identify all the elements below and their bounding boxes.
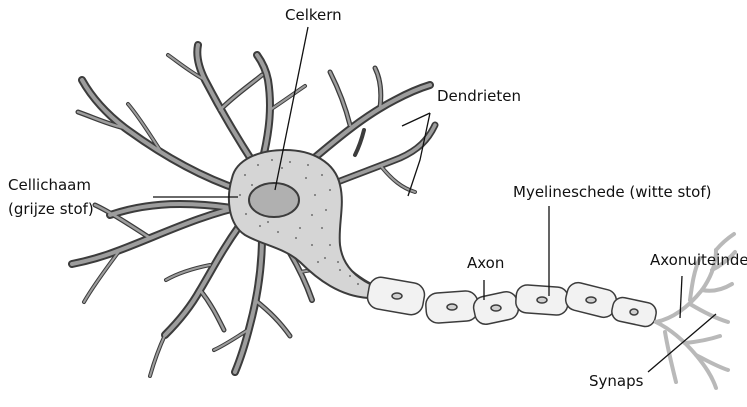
label-celkern: Celkern <box>285 6 342 24</box>
label-axonuiteinde: Axonuiteinde <box>650 251 747 269</box>
label-axon: Axon <box>467 254 504 272</box>
label-cellichaam-line1: Cellichaam <box>8 176 91 194</box>
label-synaps: Synaps <box>589 372 644 390</box>
dendrieten-leader-2 <box>402 113 430 126</box>
myelin-sheath <box>366 275 658 328</box>
label-cellichaam-line2: (grijze stof) <box>8 200 94 218</box>
label-dendrieten: Dendrieten <box>437 87 521 105</box>
label-myelineschede: Myelineschede (witte stof) <box>513 183 712 201</box>
labels: Celkern Dendrieten Cellichaam (grijze st… <box>8 6 747 390</box>
cell-nucleus <box>249 183 299 217</box>
